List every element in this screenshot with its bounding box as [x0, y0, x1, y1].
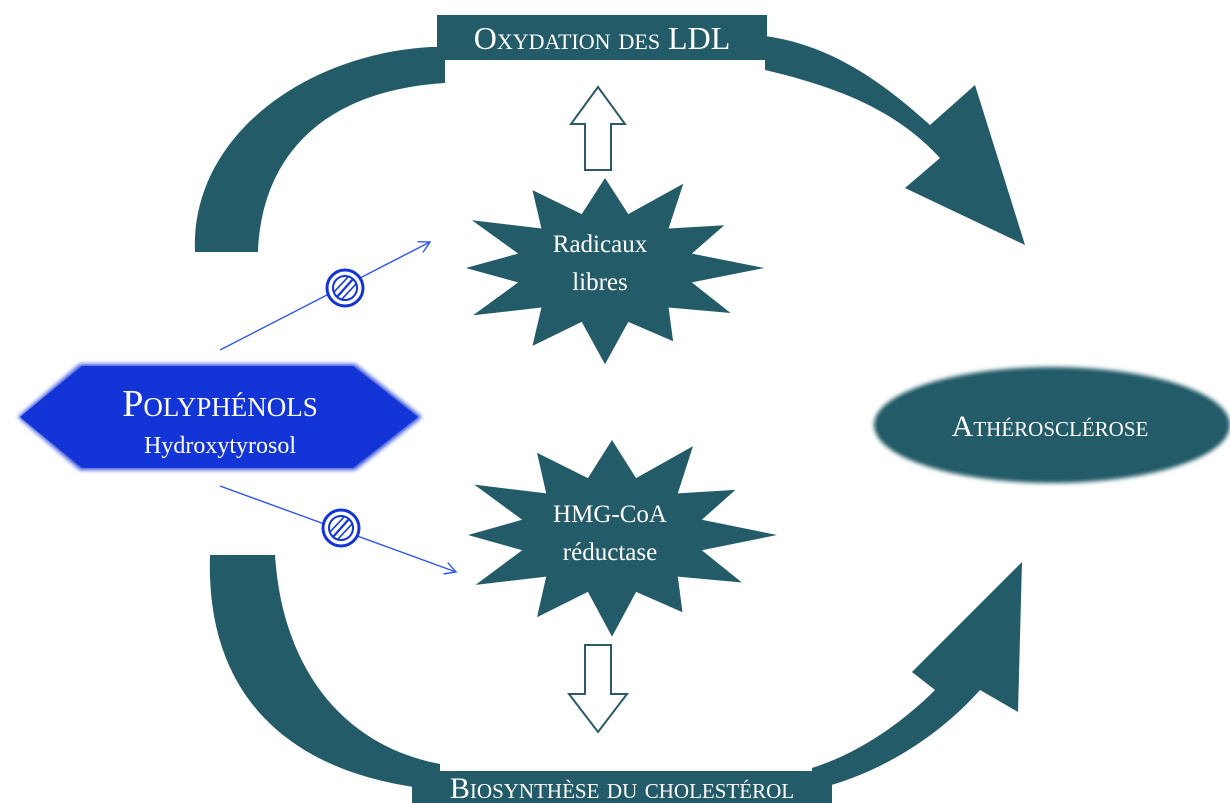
atherosclerosis-label: Athérosclérose [952, 410, 1149, 443]
inhibition-icon [325, 268, 365, 308]
bottom-right-curved-arrow [812, 562, 1022, 790]
biosynthesis-label: Biosynthèse du cholestérol [450, 772, 794, 803]
hollow-arrow-down-icon [566, 644, 630, 734]
polyphenols-subtitle: Hydroxytyrosol [144, 433, 296, 459]
radicals-label-line2: libres [572, 269, 628, 296]
hmg-starburst [468, 440, 777, 637]
polyphenols-hexagon [20, 366, 418, 468]
top-left-curved-band [194, 47, 445, 252]
inhibition-icon [321, 508, 361, 548]
radicals-label-line1: Radicaux [553, 231, 648, 258]
inhibition-arrow-to-radicals [219, 240, 432, 351]
oxidation-banner [437, 15, 767, 60]
radicals-starburst [465, 178, 765, 365]
hmg-label-line1: HMG-CoA [553, 501, 667, 528]
hollow-arrow-up-icon [569, 85, 627, 171]
polyphenols-title: Polyphénols [122, 383, 317, 425]
bottom-left-curved-band [209, 555, 440, 790]
biosynthesis-banner [412, 771, 832, 803]
top-right-curved-arrow [765, 36, 1025, 245]
atherosclerosis-ellipse-core [878, 371, 1226, 479]
oxidation-label: Oxydation des LDL [474, 20, 731, 56]
hmg-label-line2: réductase [563, 539, 657, 566]
